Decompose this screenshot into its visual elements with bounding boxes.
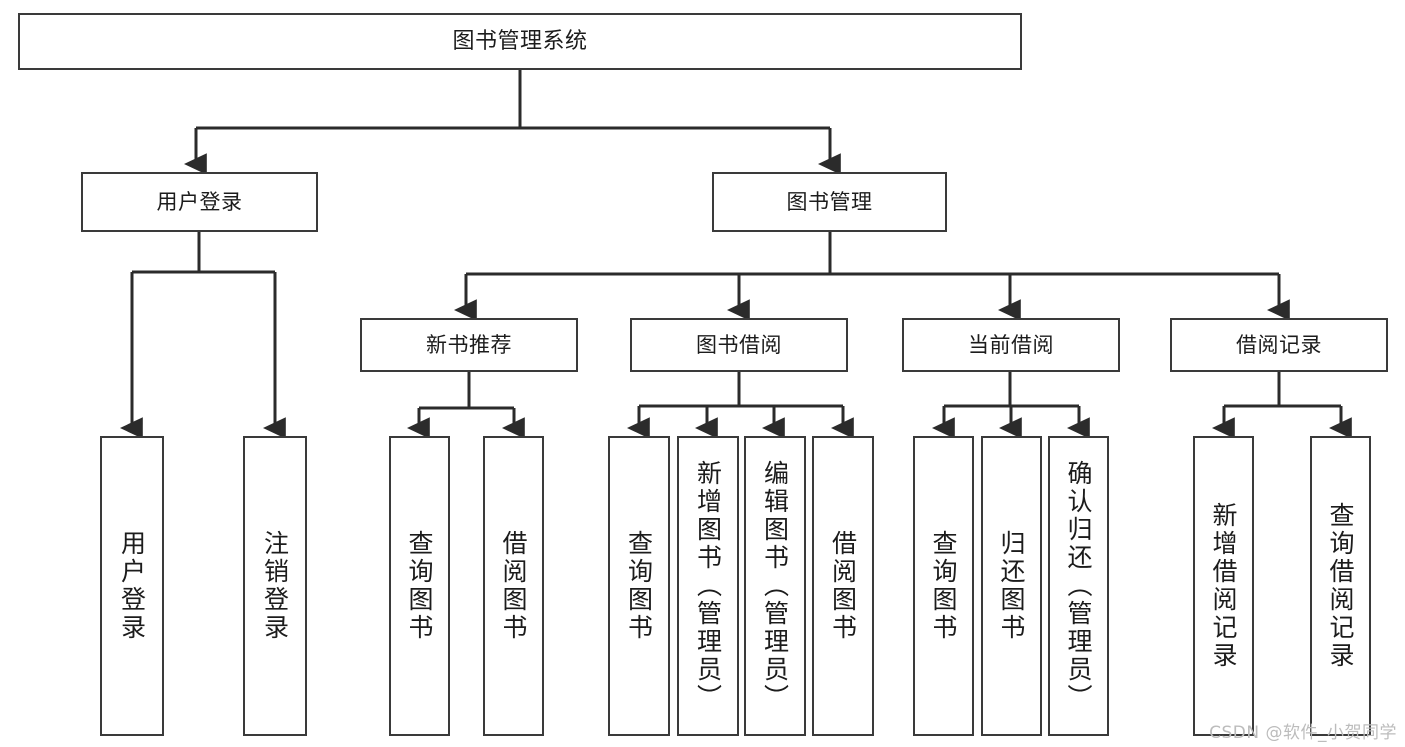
node-root-label: 图书管理系统 (452, 28, 588, 54)
node-leaf-query-book-2[interactable]: 查询图书 (608, 436, 670, 736)
node-book-borrow-label: 图书借阅 (696, 332, 782, 357)
node-leaf-logout-label: 注销登录 (260, 530, 290, 642)
node-leaf-query-record[interactable]: 查询借阅记录 (1310, 436, 1371, 736)
node-new-book-recommend-label: 新书推荐 (426, 332, 512, 357)
node-leaf-query-book-2-label: 查询图书 (624, 530, 654, 642)
node-leaf-query-book-1[interactable]: 查询图书 (389, 436, 450, 736)
node-leaf-return-book-label: 归还图书 (997, 530, 1026, 642)
node-leaf-query-book-3-label: 查询图书 (929, 530, 958, 642)
node-leaf-query-book-3[interactable]: 查询图书 (913, 436, 974, 736)
watermark-text: CSDN @软件_小贺同学 (1209, 723, 1397, 743)
node-leaf-confirm-return[interactable]: 确认归还（管理员） (1048, 436, 1109, 736)
node-leaf-add-record[interactable]: 新增借阅记录 (1193, 436, 1254, 736)
node-leaf-edit-book-label: 编辑图书（管理员） (760, 460, 790, 712)
node-borrow-record[interactable]: 借阅记录 (1170, 318, 1388, 372)
node-book-borrow[interactable]: 图书借阅 (630, 318, 848, 372)
node-user-login[interactable]: 用户登录 (81, 172, 318, 232)
node-current-borrow-label: 当前借阅 (968, 332, 1054, 357)
node-borrow-record-label: 借阅记录 (1236, 332, 1322, 357)
node-leaf-borrow-book-2-label: 借阅图书 (828, 530, 858, 642)
node-leaf-logout[interactable]: 注销登录 (243, 436, 307, 736)
node-current-borrow[interactable]: 当前借阅 (902, 318, 1120, 372)
node-leaf-confirm-return-label: 确认归还（管理员） (1064, 460, 1093, 712)
node-leaf-query-record-label: 查询借阅记录 (1326, 502, 1355, 670)
node-leaf-query-book-1-label: 查询图书 (405, 530, 434, 642)
node-leaf-user-login-label: 用户登录 (117, 530, 147, 642)
node-new-book-recommend[interactable]: 新书推荐 (360, 318, 578, 372)
node-root[interactable]: 图书管理系统 (18, 13, 1022, 70)
node-book-manage[interactable]: 图书管理 (712, 172, 947, 232)
node-leaf-add-record-label: 新增借阅记录 (1209, 502, 1238, 670)
node-book-manage-label: 图书管理 (786, 189, 873, 214)
node-leaf-add-book[interactable]: 新增图书（管理员） (677, 436, 739, 736)
node-leaf-borrow-book-1[interactable]: 借阅图书 (483, 436, 544, 736)
node-leaf-edit-book[interactable]: 编辑图书（管理员） (744, 436, 806, 736)
node-leaf-borrow-book-1-label: 借阅图书 (499, 530, 528, 642)
node-user-login-label: 用户登录 (156, 189, 243, 214)
node-leaf-borrow-book-2[interactable]: 借阅图书 (812, 436, 874, 736)
node-leaf-return-book[interactable]: 归还图书 (981, 436, 1042, 736)
node-leaf-add-book-label: 新增图书（管理员） (693, 460, 723, 712)
node-leaf-user-login[interactable]: 用户登录 (100, 436, 164, 736)
